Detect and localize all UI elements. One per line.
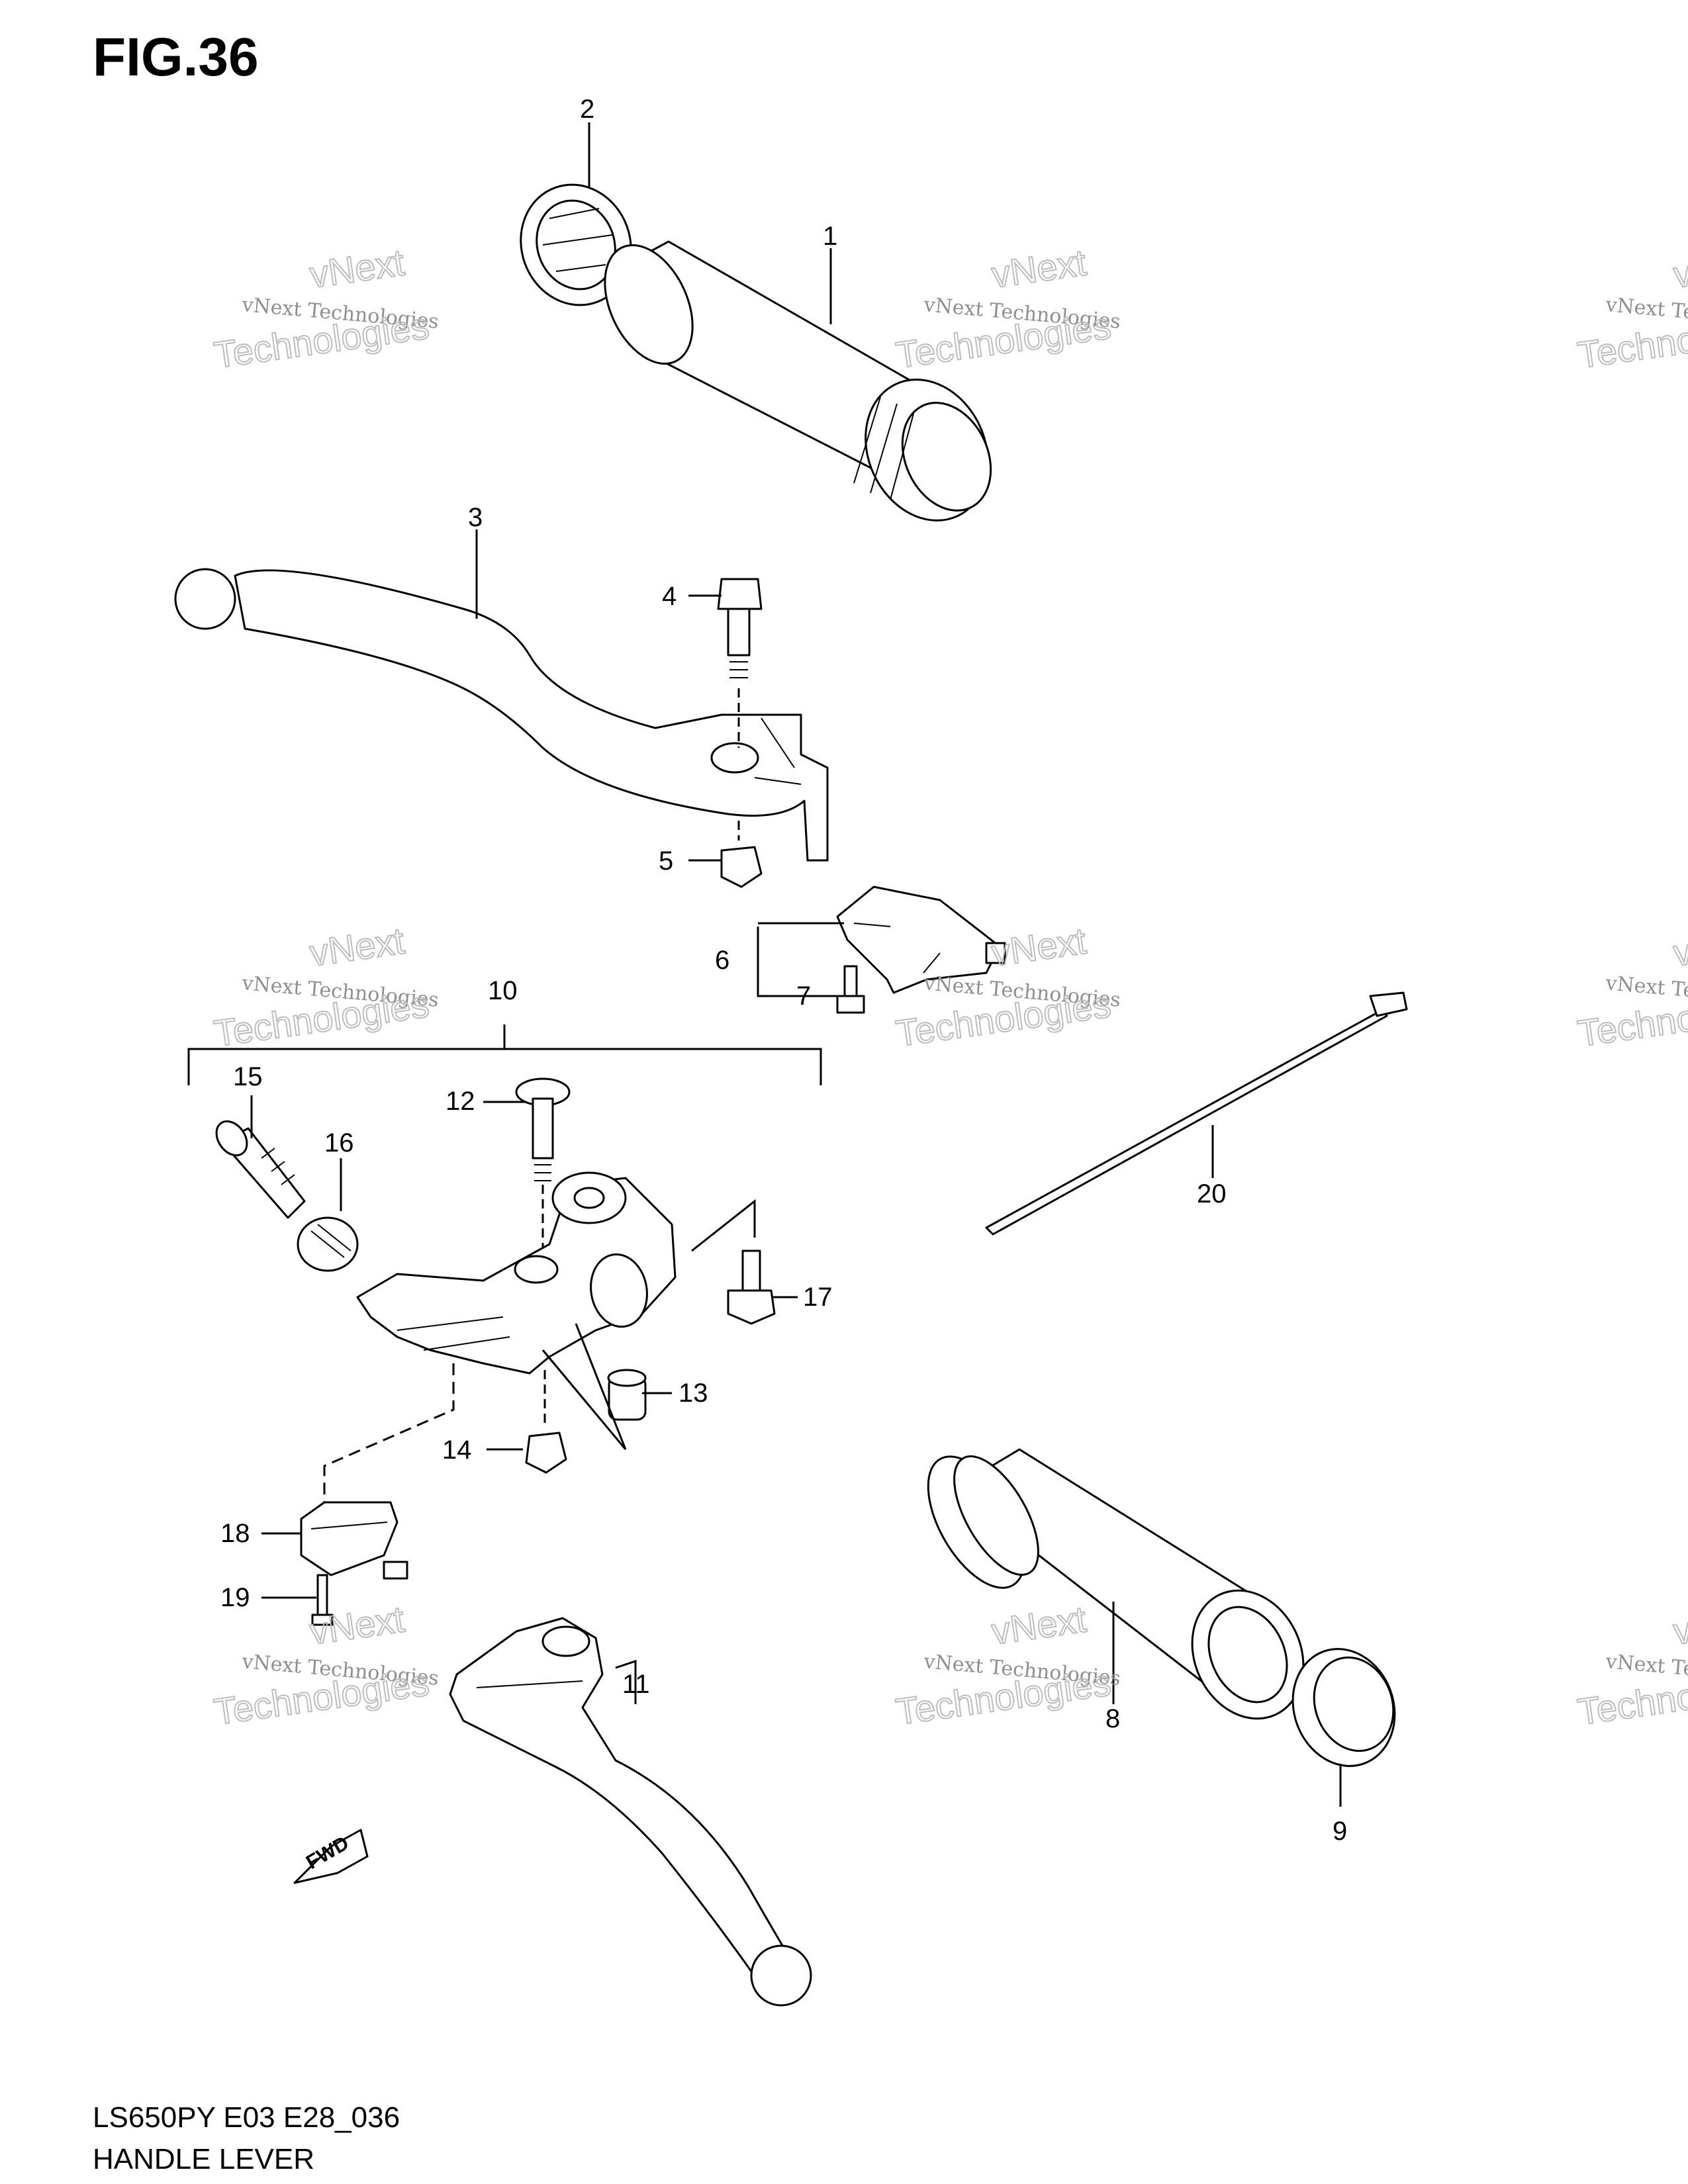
watermark: vNext vNext Technologies Technologies [211,240,440,377]
watermark: vNext vNext Technologies Technologies [1575,1597,1688,1733]
watermark: vNext vNext Technologies Technologies [893,1597,1122,1733]
watermark: vNext vNext Technologies Technologies [1575,919,1688,1055]
callout-6: 6 [715,946,729,975]
part-12-lever-bolt [515,1077,571,1251]
model-code: LS650PY E03 E28_036 [93,2101,400,2134]
watermark-mark: vNext [1671,241,1688,295]
part-18-clutch-switch [300,1501,408,1580]
callout-8: 8 [1105,1704,1120,1733]
callout-10: 10 [488,976,518,1005]
part-16-adjuster [297,1216,359,1272]
callout-numbers: 1 2 3 4 5 6 7 8 9 10 11 12 13 14 15 16 1… [220,95,1347,1846]
part-20-cable-tie [985,991,1408,1236]
watermark-mark: vNext [307,919,407,974]
watermark-mark: vNext [1671,1598,1688,1652]
watermark: vNext vNext Technologies Technologies [211,1597,440,1733]
part-18-leader-guide [323,1363,455,1509]
part-4-lever-pivot-bolt [717,578,763,748]
watermark: vNext vNext Technologies Technologies [211,919,440,1055]
watermark: vNext vNext Technologies Technologies [1575,240,1688,377]
part-9-grip-end-cap [1291,1648,1396,1767]
watermark-mark: vNext [989,919,1089,974]
part-10-lever-holder [356,1171,677,1375]
callout-13: 13 [679,1379,708,1408]
callout-7: 7 [796,981,811,1011]
figure-caption: HANDLE LEVER [93,2143,315,2175]
part-17-leader-guide [691,1199,756,1252]
callout-20: 20 [1197,1179,1227,1208]
leader-lines [250,122,1342,1807]
callout-17: 17 [803,1283,833,1312]
part-11-clutch-lever [449,1617,812,2007]
part-5-nut [720,821,763,888]
part-2-grip-end-ring [520,183,632,306]
callout-18: 18 [220,1519,250,1548]
part-6-brake-light-switch [836,886,1006,994]
callout-4: 4 [662,582,677,611]
watermark-mark: vNext [989,1598,1089,1652]
callout-12: 12 [445,1087,475,1116]
part-14-holder-nut [525,1370,567,1474]
callout-16: 16 [324,1128,354,1158]
part-15-adjuster-bolt [215,1120,306,1219]
callout-3: 3 [468,503,483,532]
part-13-bushing [541,1323,647,1450]
part-3-brake-lever [174,568,829,862]
figure-title: FIG.36 [93,27,259,87]
callout-1: 1 [823,222,837,251]
watermark: vNext vNext Technologies Technologies [893,240,1122,377]
part-8-handlebar-grip [927,1448,1305,1720]
watermark-mark: vNext [307,241,407,295]
part-7-switch-screw [836,965,865,1014]
part-1-throttle-grip [604,240,992,522]
callout-19: 19 [220,1583,250,1612]
callout-5: 5 [659,846,673,876]
part-10-assembly-bracket [187,1024,822,1085]
part-17-holder-bolt [727,1250,776,1325]
callout-11: 11 [622,1670,650,1699]
forward-direction-arrow: FWD [293,1829,369,1884]
watermark-mark: vNext [989,241,1089,295]
callout-2: 2 [580,95,594,124]
part-19-switch-screw [311,1574,334,1626]
callout-14: 14 [442,1435,472,1465]
watermark-mark: vNext [1671,919,1688,974]
callout-15: 15 [233,1062,263,1091]
callout-9: 9 [1333,1817,1347,1846]
